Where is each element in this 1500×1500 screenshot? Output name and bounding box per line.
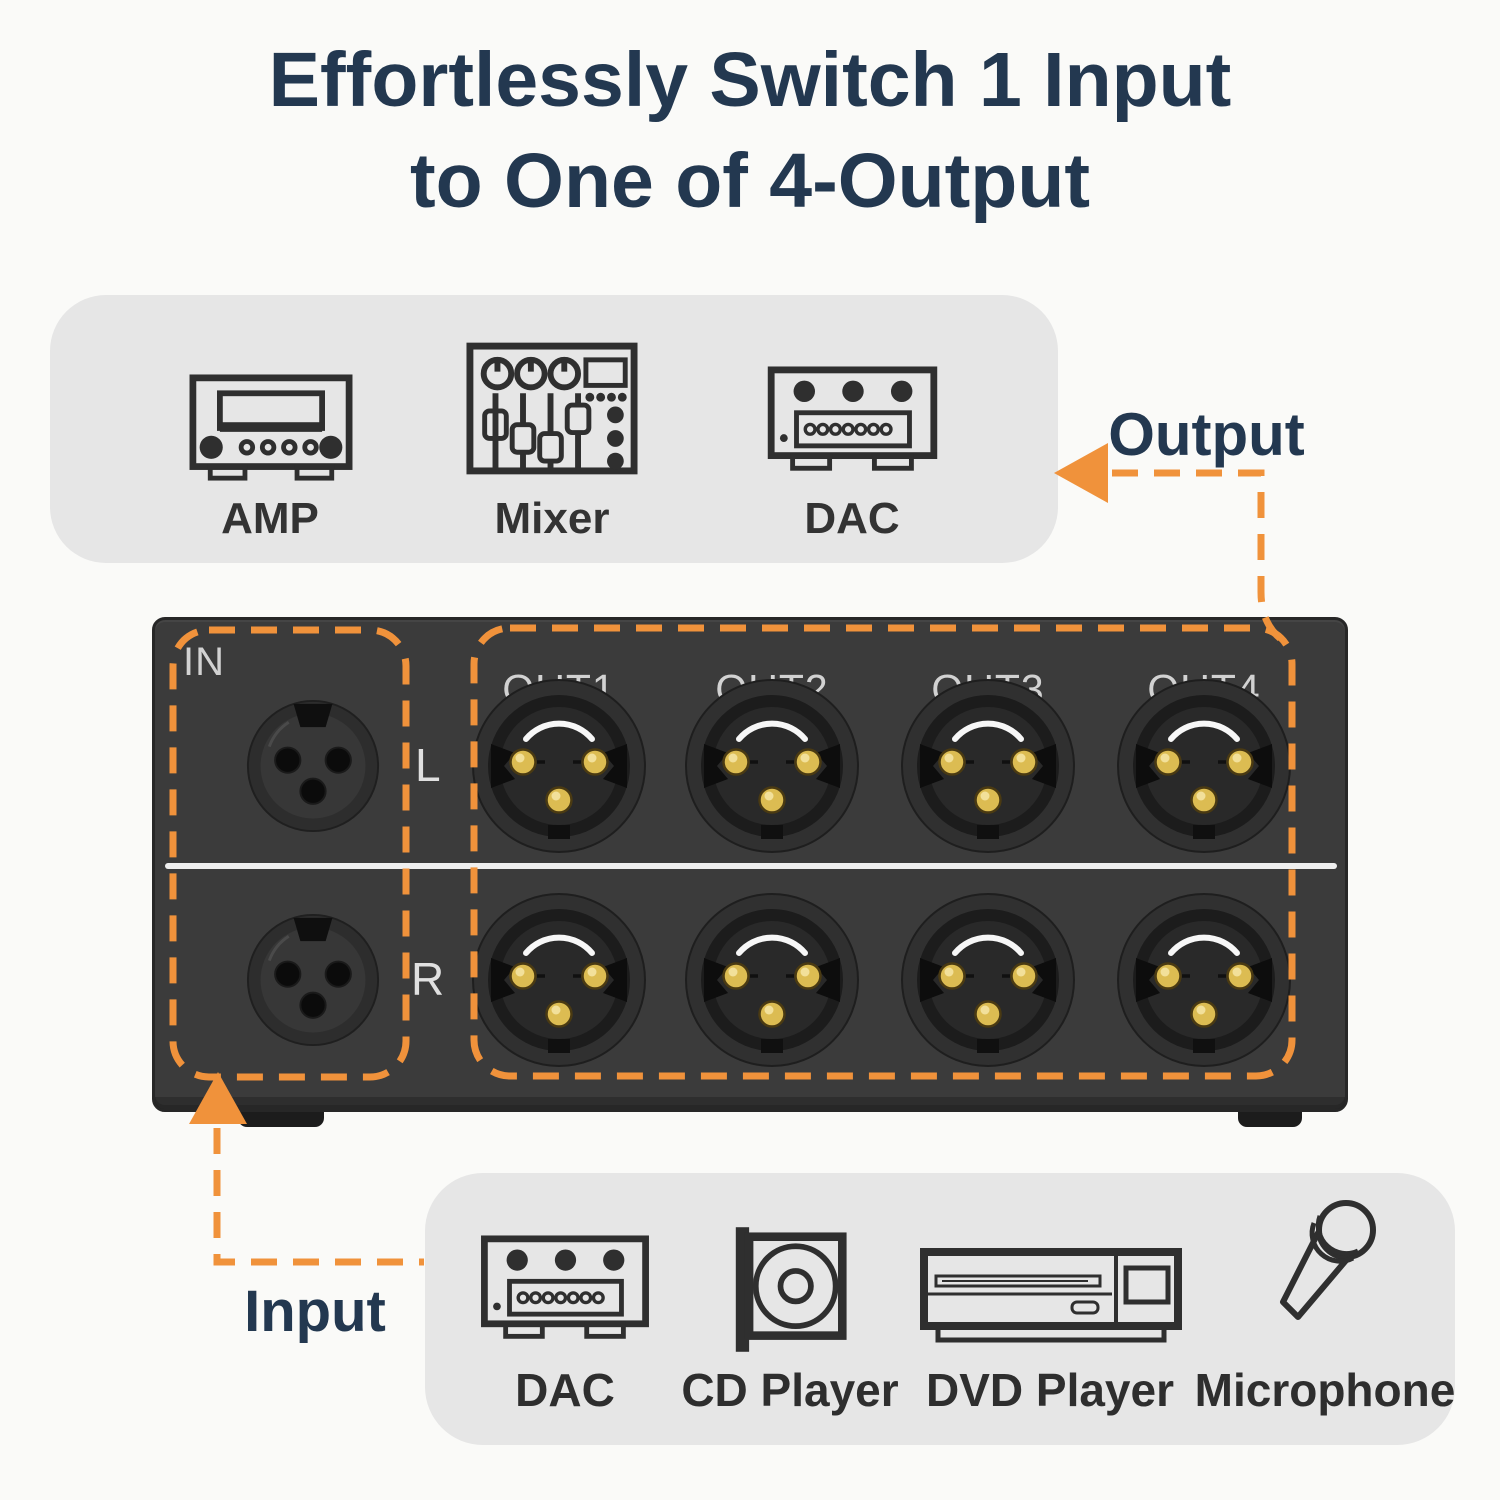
- dvd-player-icon: [920, 1248, 1182, 1343]
- microphone-label: Microphone: [1194, 1364, 1456, 1416]
- switcher-rear-panel: IN OUT1 OUT2 OUT3 OUT4 L R: [152, 617, 1348, 1112]
- device-foot-left: [238, 1110, 324, 1127]
- dac-input-label: DAC: [515, 1364, 615, 1416]
- mixer-label: Mixer: [494, 494, 610, 543]
- headline-line2: to One of 4-Output: [409, 138, 1091, 224]
- headline: Effortlessly Switch 1 Input to One of 4-…: [0, 30, 1500, 232]
- cd-player-label: CD Player: [681, 1364, 899, 1416]
- xlr-male-out4-l: [1116, 678, 1292, 854]
- input-connector-line: [213, 1128, 424, 1266]
- dac-icon: [481, 1235, 649, 1339]
- device-foot-right: [1238, 1110, 1302, 1127]
- xlr-female-input-l: [246, 699, 380, 833]
- mixer-icon: [466, 342, 638, 475]
- xlr-male-out1-r: [471, 892, 647, 1068]
- xlr-male-out2-r: [684, 892, 860, 1068]
- xlr-male-out1-l: [471, 678, 647, 854]
- channel-right-label: R: [411, 953, 446, 1005]
- xlr-male-out3-l: [900, 678, 1076, 854]
- input-label: Input: [244, 1279, 386, 1344]
- cd-player-icon: [735, 1227, 847, 1352]
- channel-divider-line: [165, 863, 1337, 869]
- xlr-male-out3-r: [900, 892, 1076, 1068]
- xlr-male-out4-r: [1116, 892, 1292, 1068]
- amp-icon: [189, 374, 353, 481]
- in-section-label: IN: [183, 640, 225, 684]
- output-label: Output: [1108, 401, 1305, 468]
- input-devices-box: DAC CD Player DVD Player Microphone: [425, 1173, 1455, 1445]
- microphone-icon: [1280, 1200, 1376, 1320]
- xlr-male-out2-l: [684, 678, 860, 854]
- headline-line1: Effortlessly Switch 1 Input: [268, 37, 1232, 123]
- dac-label: DAC: [804, 494, 900, 543]
- dvd-player-label: DVD Player: [925, 1364, 1174, 1416]
- channel-left-label: L: [415, 739, 442, 791]
- amp-label: AMP: [221, 494, 319, 543]
- xlr-female-input-r: [246, 913, 380, 1047]
- output-devices-box: AMP Mixer: [50, 295, 1058, 563]
- dac-icon: [767, 366, 938, 471]
